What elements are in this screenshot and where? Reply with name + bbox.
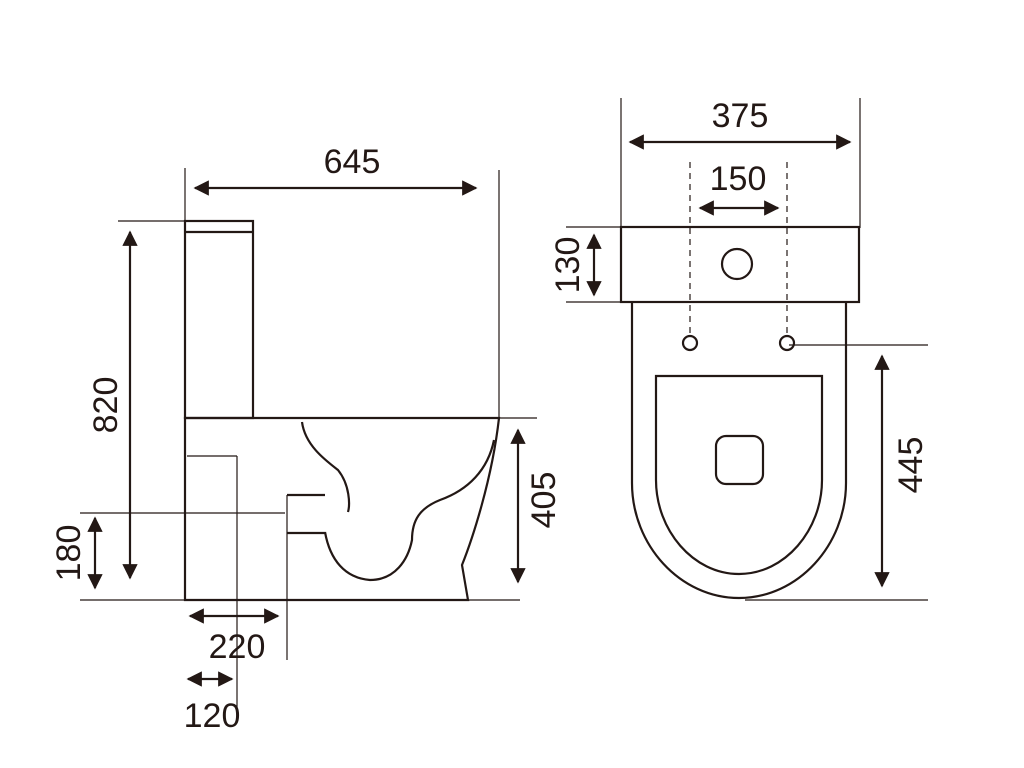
flush-button-icon [720,247,754,281]
cistern-outline [183,219,255,420]
cistern-top-outline [619,225,861,304]
fixing-hole-right-icon [778,334,796,352]
outlet-icon [714,434,765,486]
dim-label-120: 120 [184,697,241,735]
top-view: 375 150 130 445 [549,97,930,601]
dim-label-375: 375 [712,97,769,135]
dim-label-645: 645 [324,143,381,181]
side-view: 645 820 405 180 220 120 [50,143,563,735]
dim-label-820: 820 [87,377,125,434]
dim-label-445: 445 [892,437,930,494]
dim-label-130: 130 [549,237,587,294]
dim-label-220: 220 [209,628,266,666]
dim-label-405: 405 [525,472,563,529]
pan-outline [183,416,501,602]
fixing-hole-left-icon [681,334,699,352]
dim-label-150: 150 [710,160,767,198]
bowl-outline [630,302,848,600]
dim-label-180: 180 [50,525,88,582]
